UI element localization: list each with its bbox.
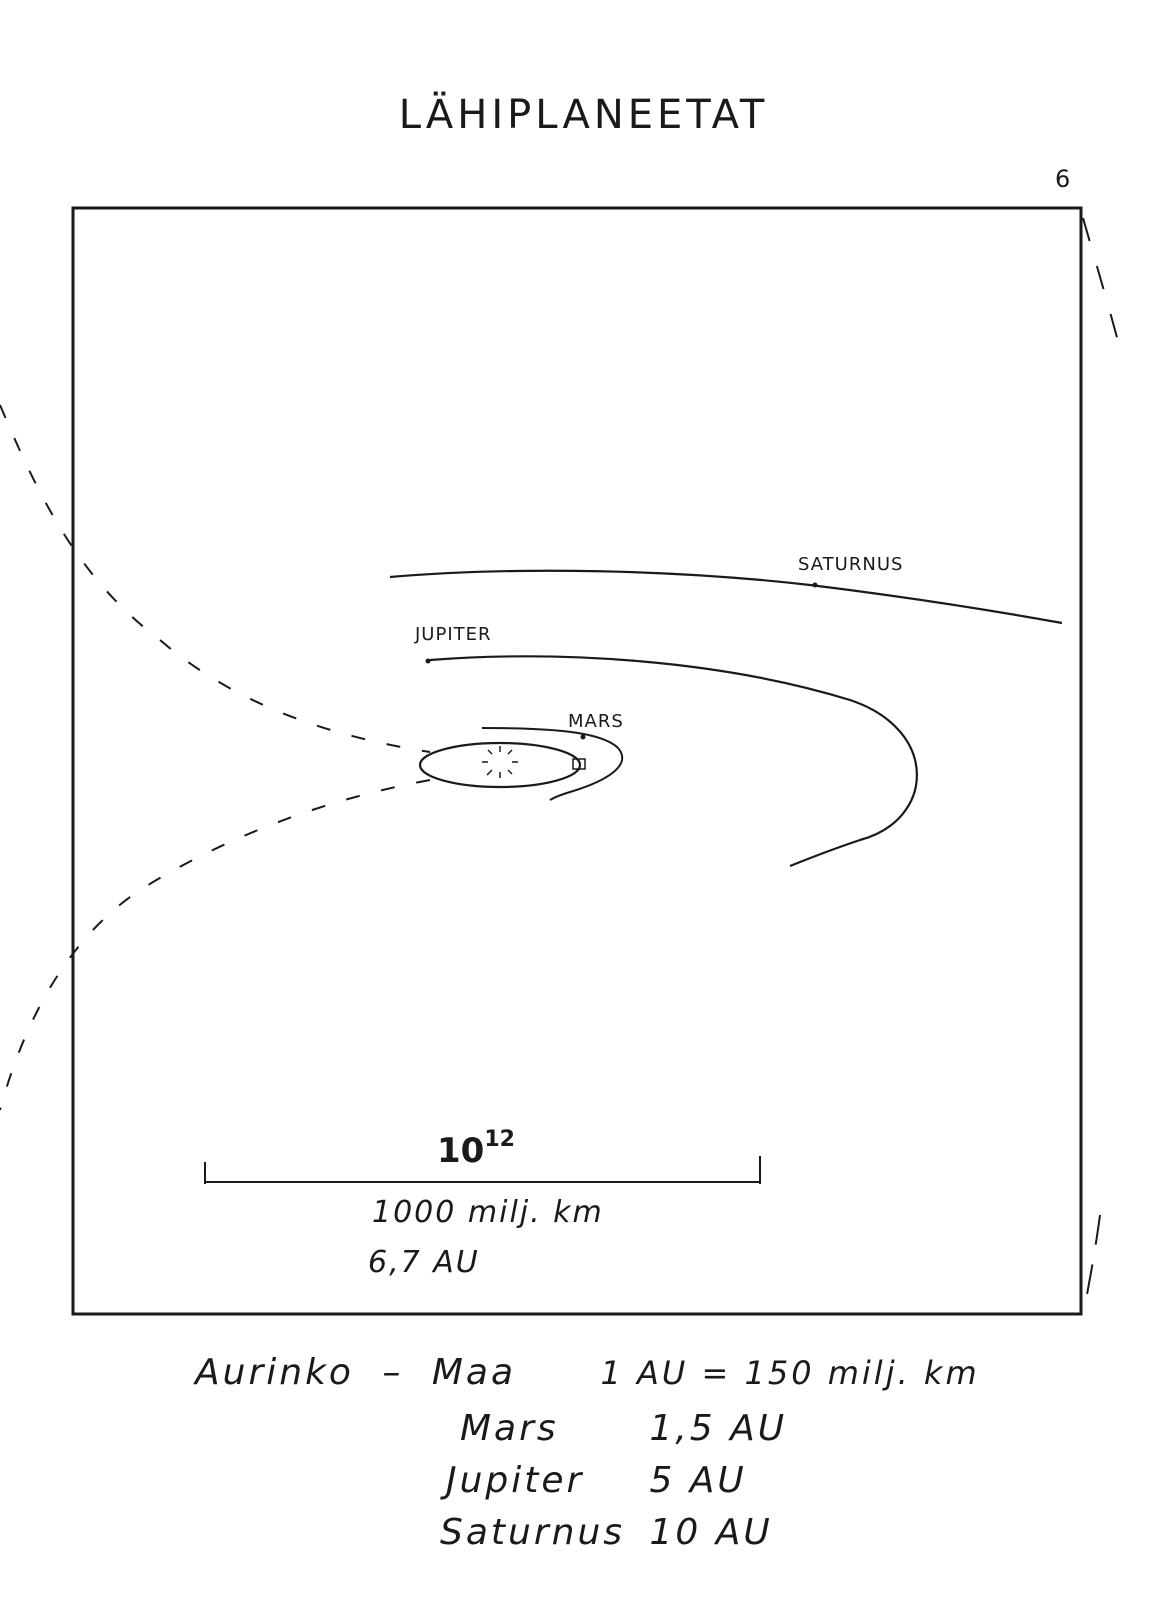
legend-row-jupiter: Jupiter 5 AU xyxy=(446,1460,747,1501)
legend-mars-name: Mars xyxy=(460,1408,559,1449)
scale-km-label: 1000 milj. km xyxy=(372,1195,604,1230)
outer-orbit-dashed-left xyxy=(0,404,431,753)
earth-orbit xyxy=(418,741,582,789)
scale-au-label: 6,7 AU xyxy=(368,1245,480,1280)
legend-jupiter-value: 5 AU xyxy=(649,1460,747,1501)
sun-icon xyxy=(482,746,518,778)
outer-orbit-dashed-right-top xyxy=(1082,217,1124,361)
mars-label: MARS xyxy=(568,711,624,732)
legend-earth-to: Maa xyxy=(431,1352,517,1393)
page-number: 6 xyxy=(1055,165,1071,193)
legend-row-earth: Aurinko – Maa 1 AU = 150 milj. km xyxy=(195,1352,980,1393)
jupiter-planet xyxy=(425,658,431,664)
scale-power: 1012 xyxy=(437,1127,515,1171)
legend-saturn-name: Saturnus xyxy=(440,1512,626,1553)
outer-orbit-dashed-lower xyxy=(0,779,431,1111)
earth-marker-box xyxy=(572,758,586,770)
jupiter-orbit xyxy=(429,655,918,868)
mars-orbit xyxy=(481,727,624,801)
diagram-frame xyxy=(71,206,1083,1316)
mars-planet xyxy=(580,734,586,740)
legend-mars-value: 1,5 AU xyxy=(649,1408,788,1449)
legend-earth-dash: – xyxy=(382,1352,404,1393)
page-title: LÄHIPLANEETAT xyxy=(398,92,769,138)
legend-saturn-value: 10 AU xyxy=(649,1512,773,1553)
legend-jupiter-name: Jupiter xyxy=(446,1460,585,1501)
legend-row-mars: Mars 1,5 AU xyxy=(460,1408,787,1449)
jupiter-label: JUPITER xyxy=(414,624,492,645)
saturn-planet xyxy=(812,582,818,588)
scale-bar xyxy=(204,1156,761,1184)
outer-orbit-dashed-right-bottom xyxy=(1083,1214,1101,1311)
scale-exponent: 12 xyxy=(484,1127,515,1152)
legend-row-saturn: Saturnus 10 AU xyxy=(440,1512,773,1553)
legend-earth-value: 1 AU = 150 milj. km xyxy=(600,1354,980,1392)
saturn-label: SATURNUS xyxy=(798,554,903,575)
legend-earth-from: Aurinko xyxy=(195,1352,354,1393)
saturn-orbit xyxy=(389,569,1063,625)
